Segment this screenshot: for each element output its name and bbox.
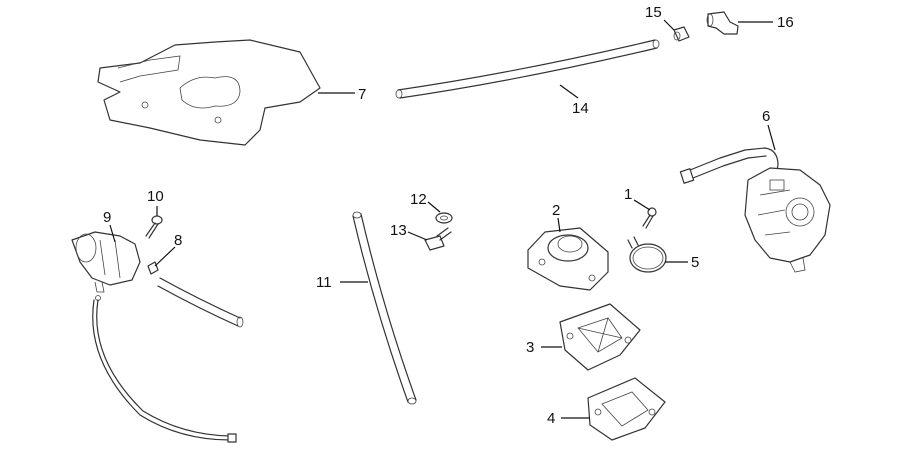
part-13-bolt bbox=[424, 227, 452, 251]
part-2-intake-manifold bbox=[527, 227, 609, 291]
callout-2: 2 bbox=[552, 202, 560, 219]
callout-13: 13 bbox=[390, 222, 407, 239]
part-11-straight-hose bbox=[352, 211, 417, 405]
fuel-hose-short bbox=[157, 277, 244, 328]
part-15-cap bbox=[673, 26, 690, 42]
callout-10: 10 bbox=[147, 188, 164, 205]
part-9-fuel-tap bbox=[71, 231, 141, 301]
part-7-heat-shield bbox=[97, 39, 321, 146]
callout-12: 12 bbox=[410, 191, 427, 208]
part-5-clamp bbox=[627, 236, 667, 273]
callout-4: 4 bbox=[547, 410, 555, 427]
part-10-screw bbox=[145, 215, 163, 239]
callout-8: 8 bbox=[174, 232, 182, 249]
callout-6: 6 bbox=[762, 108, 770, 125]
part-12-washer bbox=[435, 212, 453, 224]
callout-14: 14 bbox=[572, 100, 589, 117]
callout-1: 1 bbox=[624, 186, 632, 203]
callout-3: 3 bbox=[526, 339, 534, 356]
callout-11: 11 bbox=[316, 274, 332, 291]
callout-15: 15 bbox=[645, 4, 662, 21]
part-6-carburetor bbox=[679, 147, 831, 273]
leader-lines bbox=[109, 19, 776, 419]
part-3-reed-valve bbox=[559, 303, 641, 371]
callout-5: 5 bbox=[691, 254, 699, 271]
callout-9: 9 bbox=[103, 209, 111, 226]
part-14-long-hose bbox=[395, 39, 660, 99]
part-4-gasket bbox=[587, 377, 666, 441]
callout-16: 16 bbox=[777, 14, 794, 31]
part-1-screw bbox=[642, 207, 657, 229]
part-16-elbow-fitting bbox=[706, 11, 739, 35]
vacuum-hose-long bbox=[92, 299, 237, 443]
callout-7: 7 bbox=[358, 86, 366, 103]
